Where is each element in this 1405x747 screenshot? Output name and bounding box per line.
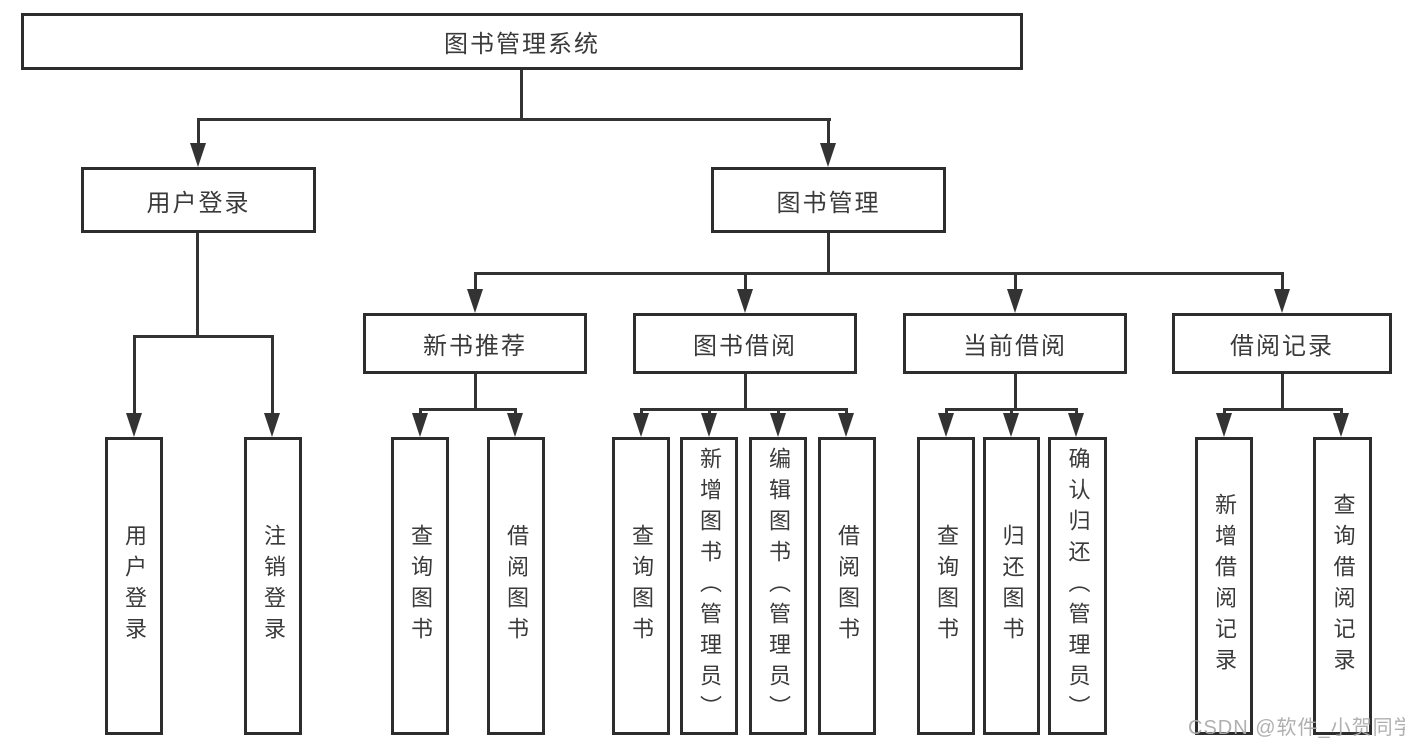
node-label: 归还图书 [999, 524, 1025, 648]
node-current-borrowing: 当前借阅 [903, 313, 1127, 374]
arrow-down-icon [412, 413, 428, 437]
node-label: 查询借阅记录 [1330, 493, 1356, 679]
edge-root-span [197, 118, 831, 121]
edge-recommend-down [474, 374, 477, 408]
leaf-return-books: 归还图书 [983, 437, 1040, 735]
arrow-down-icon [1333, 413, 1349, 437]
edge-stub-book-mgmt [827, 121, 830, 143]
arrow-down-icon [1216, 413, 1232, 437]
node-label: 图书借阅 [693, 333, 797, 360]
node-label: 查询图书 [934, 524, 959, 648]
leaf-confirm-return-admin: 确认归还（管理员） [1048, 437, 1107, 735]
node-label: 用户登录 [146, 189, 251, 217]
node-label: 图书管理 [776, 189, 881, 217]
leaf-query-books-recommend: 查询图书 [391, 437, 449, 735]
arrow-down-icon [507, 413, 523, 437]
arrow-down-icon [838, 413, 854, 437]
leaf-edit-books-admin: 编辑图书（管理员） [749, 437, 807, 735]
arrow-down-icon [1003, 413, 1019, 437]
arrow-down-icon [1007, 289, 1023, 313]
edge-records-down [1281, 374, 1284, 408]
edge-user-down [196, 233, 199, 335]
edge-stub-recommend [474, 275, 477, 289]
node-label: 当前借阅 [963, 333, 1067, 360]
arrow-down-icon [467, 289, 483, 313]
edge-stub-logout [271, 338, 274, 413]
leaf-logout: 注销登录 [244, 437, 302, 735]
leaf-add-borrow-record: 新增借阅记录 [1195, 437, 1253, 735]
edge-stub-records [1281, 275, 1284, 289]
node-label: 借阅图书 [835, 524, 860, 648]
node-new-book-recommend: 新书推荐 [363, 313, 587, 374]
edge-mgmt-down [827, 233, 830, 272]
node-label: 用户登录 [122, 524, 147, 648]
arrow-down-icon [264, 413, 280, 437]
node-book-borrowing: 图书借阅 [633, 313, 857, 374]
node-label: 编辑图书（管理员） [766, 446, 791, 726]
edge-stub-current [1014, 275, 1017, 289]
arrow-down-icon [737, 289, 753, 313]
csdn-watermark: CSDN @软件_小贺同学 [1188, 717, 1405, 739]
leaf-borrow-books: 借阅图书 [818, 437, 876, 735]
node-label: 借阅记录 [1230, 333, 1334, 360]
edge-records-span [1223, 408, 1343, 411]
edge-root-down [520, 70, 523, 118]
arrow-down-icon [701, 413, 717, 437]
edge-borrowing-span [640, 408, 848, 411]
node-label: 借阅图书 [504, 524, 529, 648]
node-label: 新增图书（管理员） [697, 446, 722, 726]
edge-current-down [1014, 374, 1017, 408]
node-user-login-module: 用户登录 [81, 167, 316, 233]
edge-user-span [133, 335, 274, 338]
arrow-down-icon [820, 143, 836, 167]
node-label: 注销登录 [261, 524, 286, 648]
node-label: 查询图书 [408, 524, 433, 648]
node-root-library-system: 图书管理系统 [21, 13, 1023, 70]
arrow-down-icon [1274, 289, 1290, 313]
leaf-query-books-borrowing: 查询图书 [612, 437, 670, 735]
leaf-add-books-admin: 新增图书（管理员） [680, 437, 738, 735]
arrow-down-icon [633, 413, 649, 437]
node-label: 查询图书 [629, 524, 654, 648]
edge-mgmt-span [474, 272, 1284, 275]
edge-current-span [945, 408, 1078, 411]
node-label: 确认归还（管理员） [1065, 446, 1091, 726]
node-label: 新增借阅记录 [1212, 493, 1237, 679]
edge-stub-borrowing [744, 275, 747, 289]
leaf-query-borrow-record: 查询借阅记录 [1313, 437, 1372, 735]
leaf-user-login: 用户登录 [105, 437, 163, 735]
node-book-management-module: 图书管理 [711, 167, 946, 233]
arrow-down-icon [126, 413, 142, 437]
edge-borrowing-down [744, 374, 747, 408]
edge-stub-login [133, 338, 136, 413]
edge-stub-user-login [197, 121, 200, 143]
arrow-down-icon [1068, 413, 1084, 437]
node-label: 新书推荐 [423, 333, 527, 360]
node-label: 图书管理系统 [444, 31, 600, 58]
leaf-borrow-books-recommend: 借阅图书 [487, 437, 545, 735]
arrow-down-icon [190, 143, 206, 167]
arrow-down-icon [770, 413, 786, 437]
edge-recommend-span [419, 408, 517, 411]
leaf-query-books-current: 查询图书 [917, 437, 975, 735]
node-borrowing-records: 借阅记录 [1172, 313, 1392, 374]
arrow-down-icon [938, 413, 954, 437]
